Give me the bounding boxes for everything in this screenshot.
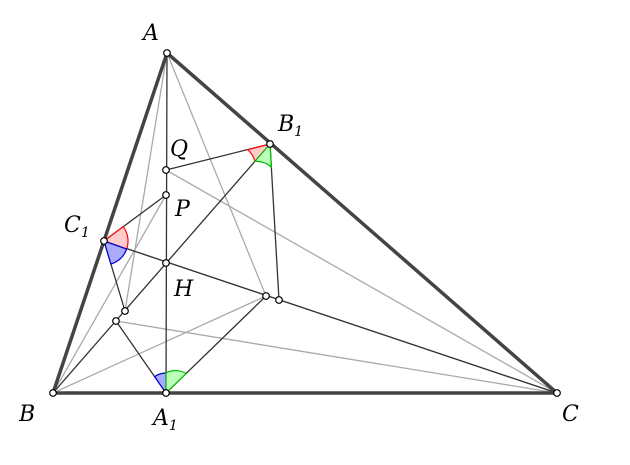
label-C: C [562,402,579,427]
point-C1 [100,237,108,245]
label-C1-main: C [64,213,81,238]
point-X1 [121,307,129,315]
label-A: A [141,21,159,46]
line-B-X2 [52,295,267,394]
point-B [49,389,57,397]
angle-B1-green [253,142,272,169]
point-Q [162,166,170,174]
label-A1: A1 [151,406,178,434]
label-B1-sub: 1 [294,124,303,140]
points [49,49,561,397]
point-H [162,259,170,267]
line-A-X1 [124,52,168,312]
point-Y [112,317,120,325]
point-B1 [266,140,274,148]
segments [52,52,558,394]
label-B1-main: B [277,112,294,137]
label-A1-sub: 1 [169,418,178,434]
point-X2 [262,292,270,300]
altitude-B-B1 [52,143,271,394]
labels: A B C Q P H A1 B1 C1 [18,21,579,434]
label-Q: Q [170,137,188,162]
side-AB [51,51,169,395]
side-AC [165,51,559,395]
label-P: P [174,197,191,222]
angle-markers [102,142,272,395]
label-A1-main: A [151,406,169,431]
line-Y-C [115,320,558,394]
point-C [553,389,561,397]
label-C1: C1 [64,213,90,241]
label-B: B [18,402,35,427]
segment-B1-X3 [269,143,280,301]
label-B1: B1 [277,112,303,140]
point-A [163,49,171,57]
point-A1 [162,389,170,397]
point-P [162,191,170,199]
line-A-X2 [166,52,267,297]
label-C1-sub: 1 [81,225,90,241]
label-H: H [173,277,194,302]
point-X3 [275,296,283,304]
line-B-P [52,194,167,394]
altitude-C-C1 [103,240,558,394]
line-Q-C [165,169,558,394]
altitude-A-A1 [165,52,168,394]
angle-C1-blue [103,240,128,265]
angle-A1-green [165,369,188,395]
triangle-ABC [51,51,559,395]
